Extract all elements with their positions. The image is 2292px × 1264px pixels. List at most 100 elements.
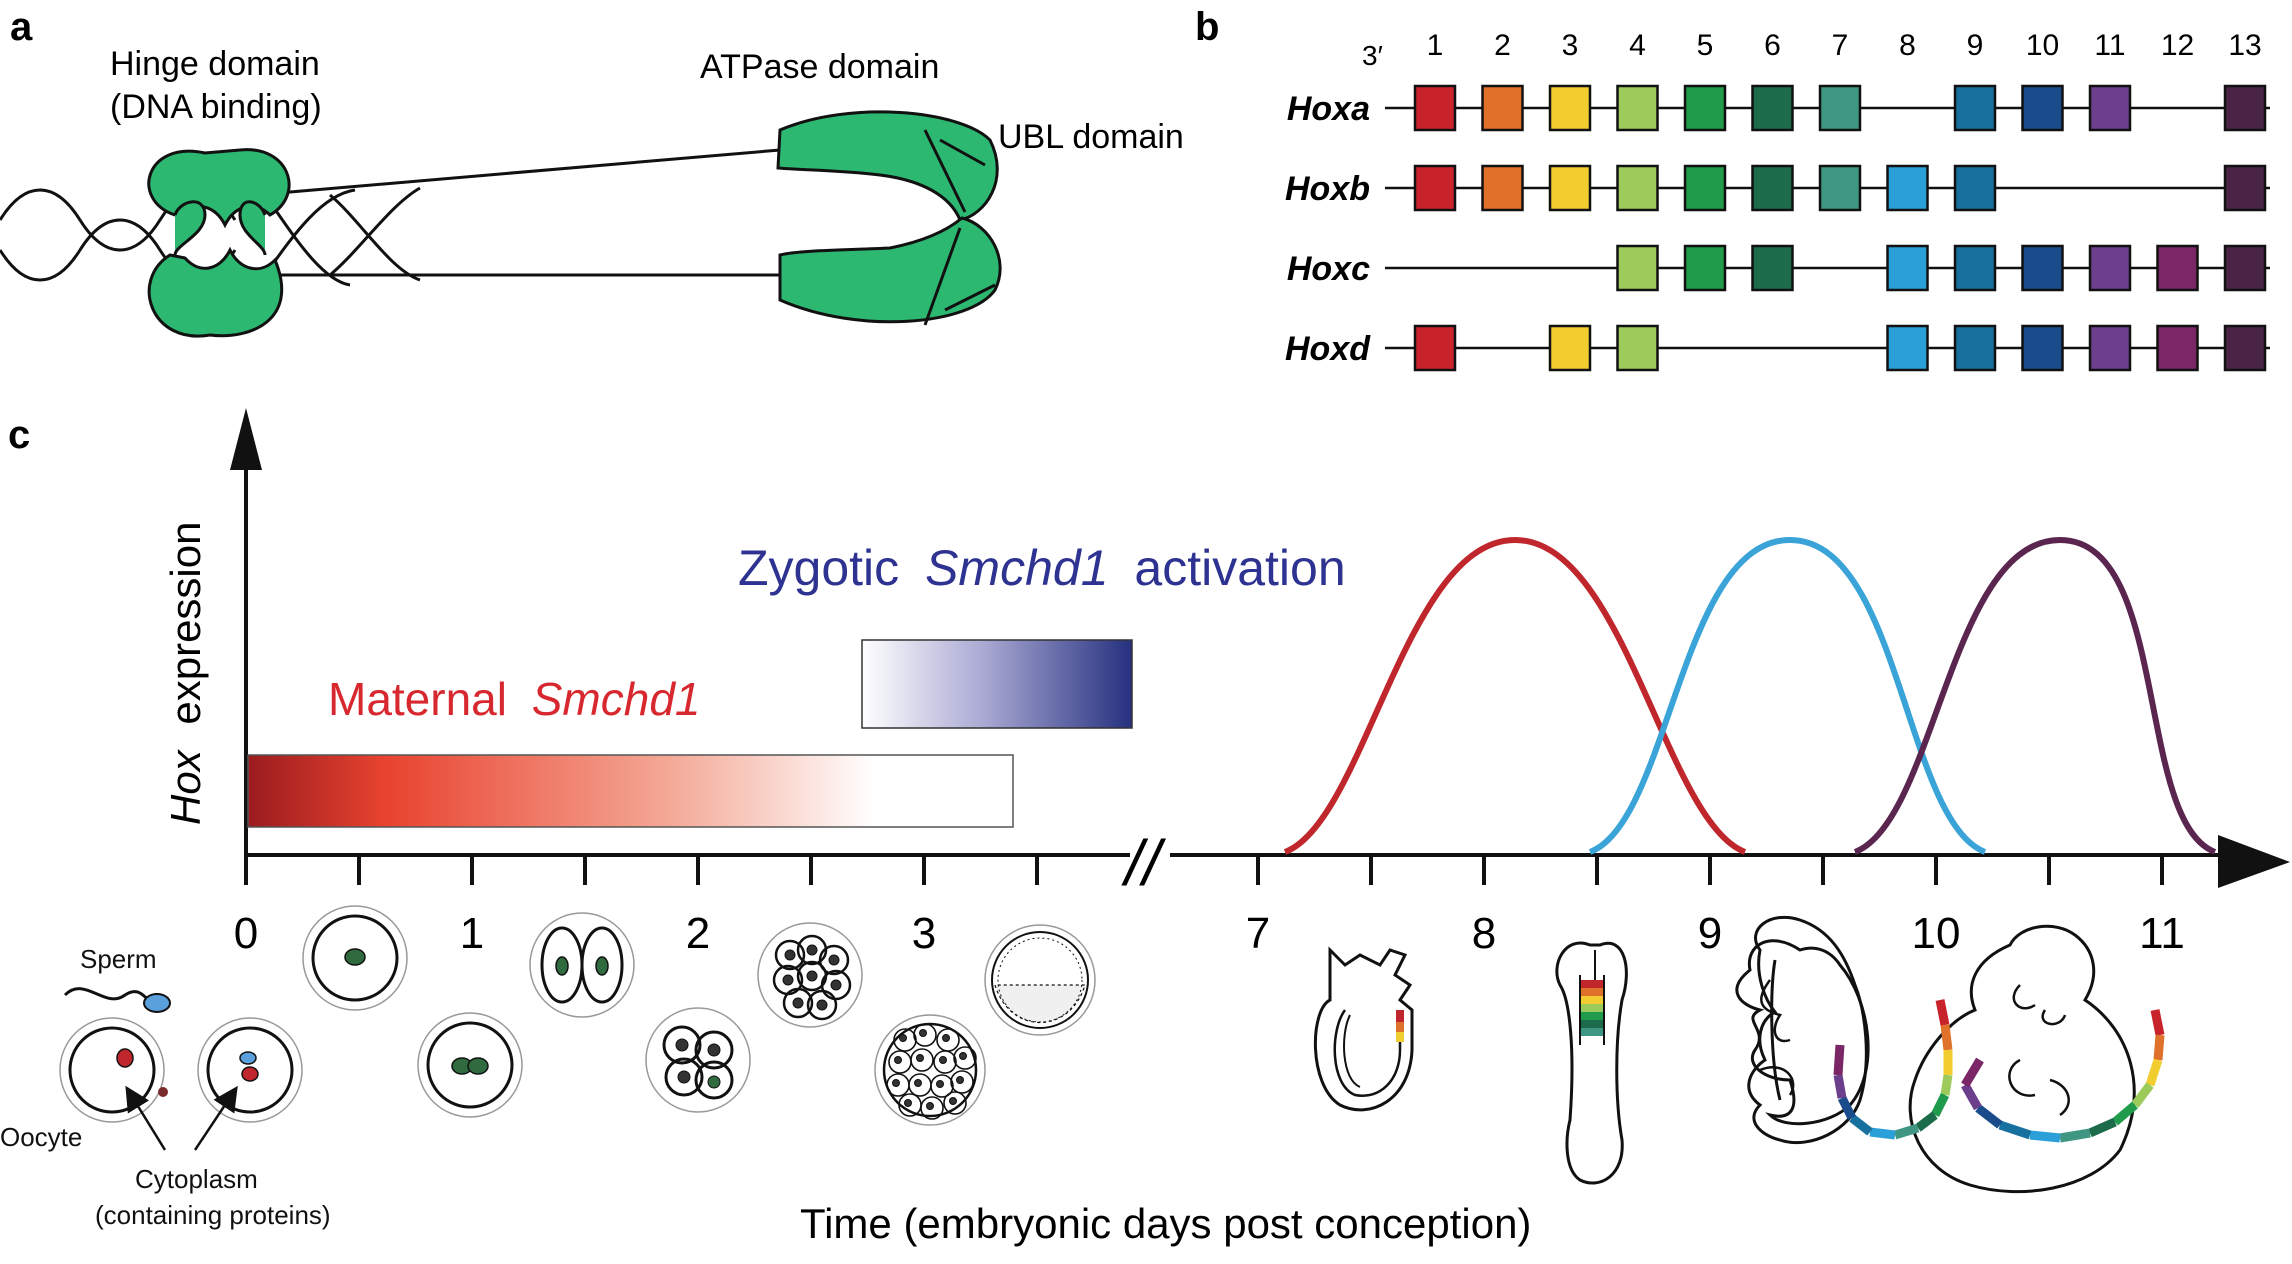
hox-position-label: 8 [1899, 29, 1916, 62]
eight-cell-zona [757, 922, 863, 1028]
morula-nucleus [916, 1054, 924, 1062]
e11-embryo [1908, 924, 2136, 1194]
hox-gene-box [1413, 324, 1457, 372]
hox-position-label: 1 [1427, 29, 1444, 62]
x-tick-label: 0 [234, 909, 258, 958]
spine-band-segment [1961, 1057, 1984, 1088]
hox-gene-box [1548, 84, 1592, 132]
spine-band-segment [1833, 1074, 1847, 1099]
hox-cluster-name: Hoxb [1285, 170, 1370, 208]
four-cell-nucleus-1 [675, 1038, 689, 1052]
hox-position-label: 4 [1629, 29, 1646, 62]
spine-band-segment [1975, 1104, 2003, 1129]
zygotic-gene: Smchd1 [925, 540, 1108, 596]
e8-embryo-outline [1555, 941, 1628, 1185]
maternal-gene: Smchd1 [532, 673, 701, 725]
panel-a: a Hinge domain (DNA binding) ATPase doma… [0, 5, 1184, 338]
morula-embryo [874, 1014, 986, 1126]
x-tick-label: 7 [1246, 909, 1270, 958]
late-stage-illustrations [1314, 915, 2165, 1194]
four-cell-nucleus-3 [677, 1070, 691, 1084]
spine-band-segment [1915, 1111, 1938, 1132]
ubl-domain-label: UBL domain [998, 118, 1184, 156]
spine-band-segment [1940, 1024, 1953, 1051]
e10-embryo [1747, 915, 1868, 1145]
morula-cell [913, 1023, 937, 1047]
hinge-domain-title: Hinge domain [110, 45, 320, 83]
oocyte-nucleus [116, 1048, 134, 1068]
two-cell-blastomere-right [580, 926, 624, 1004]
morula-cell [910, 1048, 934, 1072]
e9-branchial [1760, 979, 1791, 1043]
cytoplasm-pointer-right [193, 1085, 238, 1151]
hox-gene-box [2021, 244, 2064, 292]
oocyte-cell [68, 1026, 156, 1114]
e7-expression-red [1396, 1010, 1404, 1022]
x-tick-label: 10 [1912, 909, 1961, 958]
hox-gene-box [1886, 244, 1929, 292]
hox-gene-box [1683, 244, 1727, 292]
two-cell-nucleus-right [595, 956, 609, 976]
four-cell-zona [645, 1007, 751, 1113]
eight-cell-nucleus [830, 979, 842, 991]
morula-nucleus [904, 1099, 912, 1107]
morula-nucleus [926, 1102, 934, 1110]
spine-band-segment [1930, 1092, 1950, 1118]
hox-curve-posterior [1853, 536, 2217, 855]
hox-gene-box [2088, 244, 2132, 292]
hox-gene-box [1616, 244, 1659, 292]
y-axis-label-hox: Hox [162, 748, 209, 825]
blastocyst-zona [984, 924, 1096, 1036]
zygotic-label: Zygotic [738, 540, 899, 596]
hox-gene-box [1886, 324, 1929, 372]
morula-nucleus [939, 1056, 947, 1064]
hox-gene-box [2223, 244, 2267, 292]
one-cell-zona [302, 905, 408, 1011]
hox-gene-box [1886, 164, 1929, 212]
hox-gene-box [1751, 84, 1794, 132]
spine-band-segment [2088, 1117, 2117, 1138]
atpase-domain-shape [776, 110, 1002, 326]
e8-band [1580, 980, 1604, 988]
e7-embryo-inner-2 [1343, 1014, 1361, 1088]
hox-gene-box [1616, 324, 1659, 372]
e11-embryo-outline [1908, 924, 2136, 1194]
eight-cell-nucleus [782, 974, 794, 986]
spine-band-segment [2145, 1058, 2163, 1087]
hox-gene-box [2223, 164, 2267, 212]
hox-gene-box [2021, 324, 2064, 372]
x-axis-label: Time (embryonic days post conception) [800, 1200, 1531, 1247]
spine-band-segment [1837, 1095, 1857, 1121]
hox-gene-box [1548, 324, 1592, 372]
early-stage-illustrations: Sperm Oocyte Cytoplasm (containing prote… [0, 905, 1096, 1230]
spine-band-segment [2153, 1034, 2165, 1061]
spine-band-segment [1849, 1114, 1873, 1136]
eight-cell-blastomere [774, 939, 806, 971]
morula-nucleus [942, 1034, 950, 1042]
x-tick-label: 3 [912, 909, 936, 958]
eight-cell-nucleus [806, 944, 818, 956]
cytoplasm-label: Cytoplasm [135, 1164, 258, 1194]
hinge-domain-subtitle: (DNA binding) [110, 88, 322, 126]
morula-nucleus [892, 1079, 900, 1087]
e7-embryo-outline [1314, 946, 1414, 1112]
hox-gene-box [1953, 244, 1997, 292]
panel-c: c Hox expression // Maternal Smchd1 Zygo… [0, 408, 2290, 1247]
e11-limb [2008, 1058, 2036, 1097]
maternal-smchd1-bar [247, 754, 1014, 828]
hox-expression-curves [1283, 536, 2217, 855]
panel-c-label: c [8, 413, 30, 457]
y-axis-label-rest: expression [162, 522, 209, 725]
one-cell-nucleus [344, 948, 366, 966]
hox-position-label: 9 [1967, 29, 1984, 62]
e9-body-axis [1770, 959, 1782, 1101]
morula-nucleus [936, 1080, 944, 1088]
morula-cell [930, 1074, 954, 1098]
hox-gene-box [1751, 244, 1794, 292]
eight-cell-embryo [757, 922, 863, 1028]
e7-embryo [1314, 946, 1414, 1112]
one-cell-embryo [311, 914, 399, 1002]
eight-cell-nucleus [828, 954, 840, 966]
four-cell-nucleus-4 [707, 1075, 721, 1089]
